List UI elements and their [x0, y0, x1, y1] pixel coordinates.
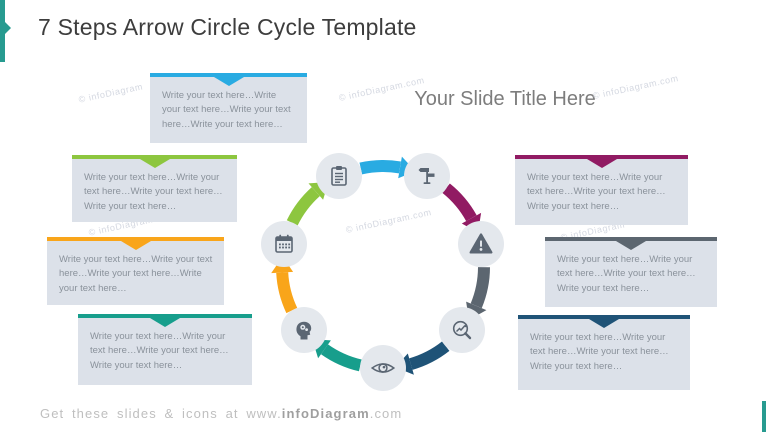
placeholder-text: Write your text here…Write your text her… [84, 172, 223, 212]
step-icon-magnifier-chart [439, 307, 485, 353]
header-accent-bar [0, 0, 5, 62]
signpost-icon [418, 168, 435, 184]
footer-credit[interactable]: Get these slides & icons at www.infoDiag… [40, 406, 402, 421]
head-gears-icon [296, 321, 312, 340]
watermark: © infoDiagram.com [591, 73, 680, 101]
bottom-right-accent-bar [762, 401, 766, 432]
text-box-left-3[interactable]: Write your text here…Write your text her… [47, 237, 224, 305]
text-box-left-4[interactable]: Write your text here…Write your text her… [78, 314, 252, 385]
chevron-down-icon [150, 318, 180, 327]
chevron-down-icon [139, 159, 170, 168]
step-icon-clipboard [316, 153, 362, 199]
placeholder-text: Write your text here…Write your text her… [59, 254, 213, 294]
text-box-left-1[interactable]: Write your text here…Write your text her… [150, 73, 307, 143]
chevron-down-icon [586, 159, 617, 168]
step-icon-head-gears [281, 307, 327, 353]
watermark: © infoDiagram.com [344, 207, 433, 235]
magnifier-trend-icon [452, 320, 472, 340]
text-box-right-3[interactable]: Write your text here…Write your text her… [518, 315, 690, 390]
text-box-right-2[interactable]: Write your text here…Write your text her… [545, 237, 717, 307]
chevron-down-icon [213, 77, 244, 86]
chevron-down-icon [120, 241, 151, 250]
watermark: © infoDiagram [77, 81, 144, 105]
warning-triangle-icon [469, 233, 493, 254]
eye-icon [370, 363, 396, 373]
placeholder-text: Write your text here…Write your text her… [90, 331, 229, 371]
footer-brand: infoDiagram [281, 406, 370, 421]
header-accent-arrow-icon [5, 22, 11, 34]
calendar-icon [275, 234, 293, 253]
slide-title-placeholder[interactable]: Your Slide Title Here [414, 88, 596, 110]
chevron-down-icon [616, 241, 646, 250]
step-icon-eye [360, 345, 406, 391]
footer-prefix: Get these slides & icons at www. [40, 406, 282, 421]
placeholder-text: Write your text here…Write your text her… [530, 332, 669, 372]
step-icon-calendar [261, 221, 307, 267]
chevron-down-icon [589, 319, 619, 328]
footer-suffix: .com [369, 406, 403, 421]
placeholder-text: Write your text here…Write your text her… [527, 172, 666, 212]
page-title[interactable]: 7 Steps Arrow Circle Cycle Template [38, 14, 417, 40]
step-icon-warning [458, 221, 504, 267]
text-box-left-2[interactable]: Write your text here…Write your text her… [72, 155, 237, 222]
text-box-right-1[interactable]: Write your text here…Write your text her… [515, 155, 688, 225]
step-icon-signpost [404, 153, 450, 199]
placeholder-text: Write your text here…Write your text her… [557, 254, 696, 294]
placeholder-text: Write your text here…Write your text her… [162, 90, 291, 130]
clipboard-icon [331, 166, 347, 186]
